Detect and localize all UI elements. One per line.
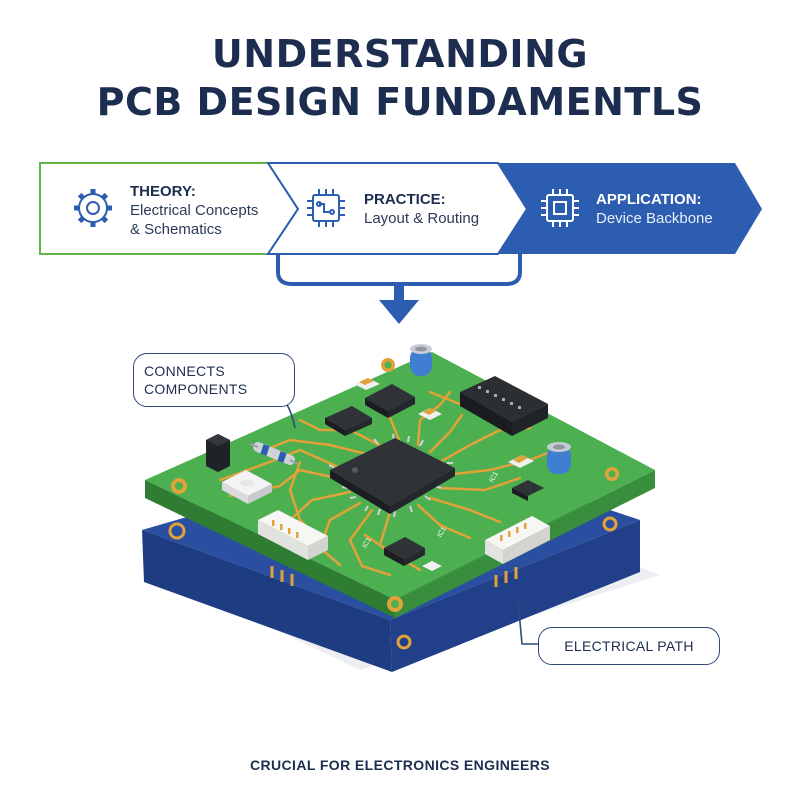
- smd-resistor-1: [354, 378, 380, 390]
- stage-practice: PRACTICE: Layout & Routing: [364, 190, 479, 228]
- white-component: [222, 470, 272, 504]
- stage-theory-line-1: Electrical Concepts: [130, 202, 259, 219]
- callout-connects-line-2: COMPONENTS: [144, 381, 248, 397]
- silkscreen-label-1: IC1: [361, 536, 373, 549]
- callout-connects-line-1: CONNECTS: [144, 363, 225, 379]
- stage-theory-heading: THEORY:: [130, 183, 196, 200]
- main-ic-chip: [328, 433, 455, 518]
- flow-connector: [276, 254, 522, 302]
- white-connector-right: [485, 516, 550, 564]
- silkscreen-label-3: IC1: [488, 471, 500, 484]
- stage-application: APPLICATION: Device Backbone: [596, 190, 713, 228]
- stage-practice-line-1: Layout & Routing: [364, 210, 480, 227]
- small-ic-2: [365, 384, 415, 418]
- capacitor-1: [410, 344, 432, 376]
- stage-practice-heading: PRACTICE:: [364, 191, 446, 208]
- pin-header-connector: [460, 376, 548, 436]
- stage-application-heading: APPLICATION:: [596, 191, 702, 208]
- title-line-1: UNDERSTANDING: [211, 32, 589, 76]
- capacitor-2: [547, 442, 571, 474]
- callout-connects-components: CONNECTS COMPONENTS: [133, 353, 295, 407]
- page-title: UNDERSTANDING PCB DESIGN FUNDAMENTLS: [0, 30, 800, 126]
- cpu-chip-icon: [541, 189, 579, 227]
- small-ic-1: [325, 406, 372, 436]
- small-ic-3: [384, 537, 425, 566]
- stage-theory: THEORY: Electrical Concepts & Schematics: [130, 182, 258, 239]
- stage-application-shape: [498, 163, 762, 254]
- callout-pointer-path: [517, 599, 540, 645]
- smd-resistor-2: [418, 408, 442, 420]
- stage-application-line-1: Device Backbone: [596, 210, 713, 227]
- small-ic-4: [512, 480, 544, 501]
- smd-resistor-3: [508, 455, 534, 468]
- callout-electrical-path: ELECTRICAL PATH: [538, 627, 720, 665]
- gear-icon: [74, 189, 112, 227]
- silkscreen-label-2: IC1: [436, 526, 448, 539]
- resistor: [249, 442, 299, 465]
- stage-theory-line-2: & Schematics: [130, 221, 222, 238]
- down-arrow-icon: [379, 300, 419, 324]
- white-connector-left: [258, 510, 328, 560]
- footer-caption: CRUCIAL FOR ELECTRONICS ENGINEERS: [250, 757, 550, 773]
- title-line-2: PCB DESIGN FUNDAMENTLS: [96, 80, 704, 124]
- black-component: [206, 434, 230, 472]
- smd-resistor-4: [422, 561, 442, 571]
- circuit-chip-icon: [307, 189, 345, 227]
